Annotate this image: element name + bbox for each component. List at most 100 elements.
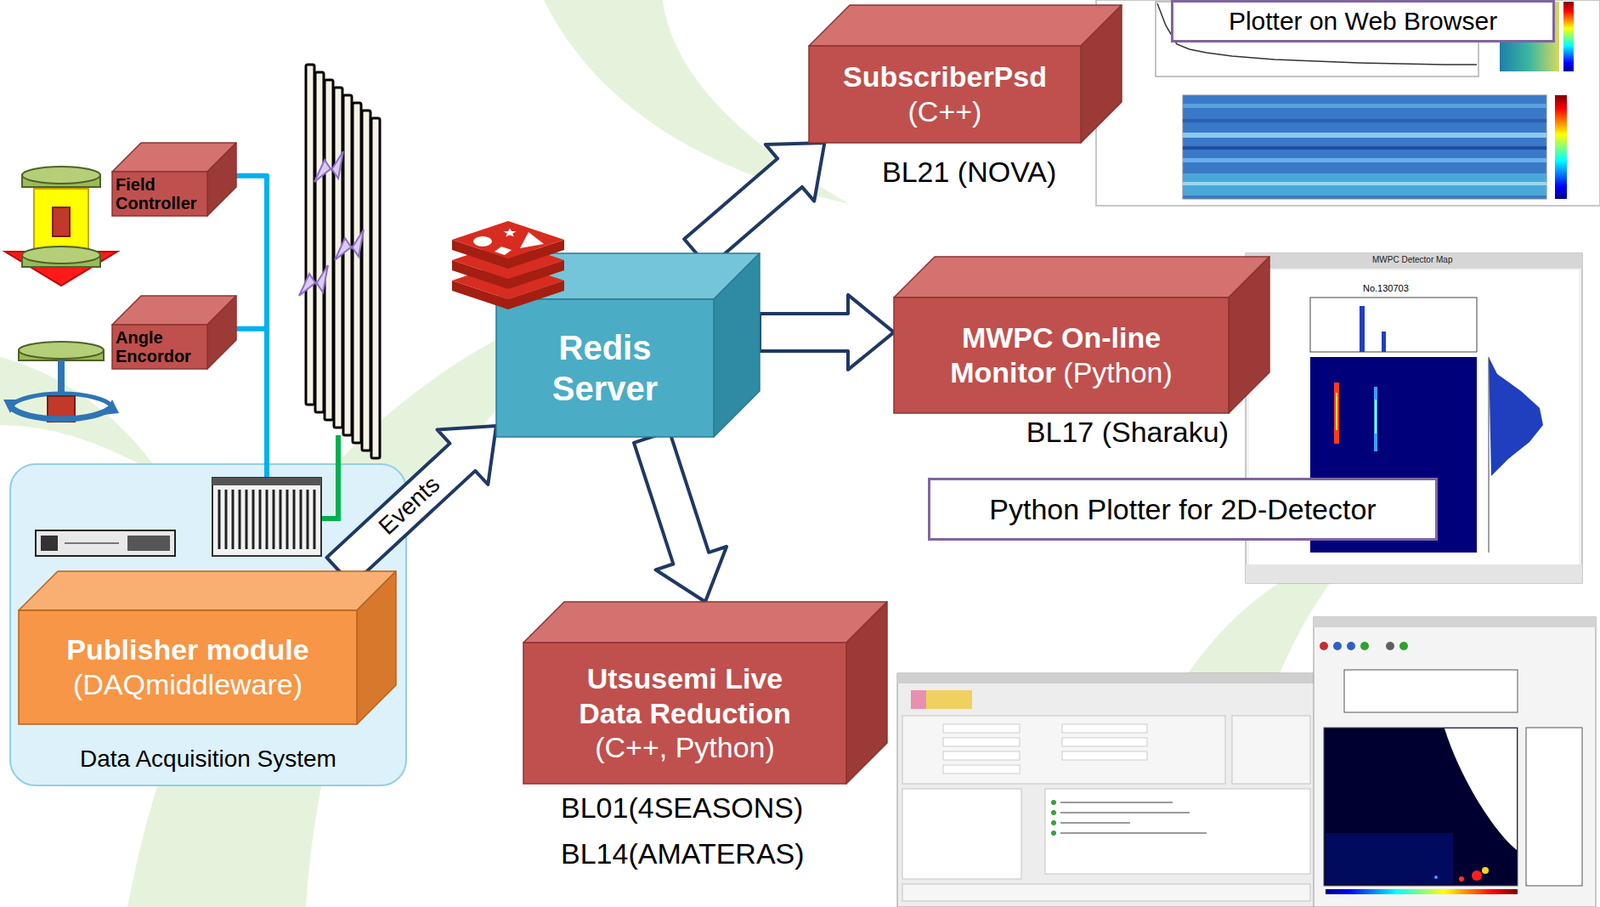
- mwpc-screenshot: [1488, 356, 1490, 553]
- utsusemi-screenshot: [1051, 809, 1057, 815]
- lightning-symbol: [334, 229, 364, 261]
- node-text: BL17 (Sharaku): [1026, 414, 1229, 450]
- utsusemi-screenshot: [943, 751, 1020, 760]
- vme-crate: [279, 489, 283, 549]
- vme-crate: [238, 489, 242, 549]
- magnet-illustration: [5, 166, 118, 286]
- mwpc-screenshot: [1245, 253, 1583, 269]
- detector-tubes: [305, 64, 315, 405]
- plot-window-screenshot: [1399, 641, 1408, 651]
- box-face: Utsusemi Live Data Reduction(C++, Python…: [523, 642, 847, 784]
- plot-window-screenshot: [1481, 866, 1489, 874]
- system-group: Data Acquisition System Publisher module(…: [10, 463, 407, 786]
- box-face: SubscriberPsd(C++): [808, 45, 1081, 143]
- mwpc-screenshot: [1381, 331, 1386, 352]
- vme-crate: [225, 489, 228, 549]
- vme-crate: [212, 477, 322, 486]
- utsusemi-screenshot: [943, 737, 1020, 747]
- box-text: Python Plotter for 2D-Detector: [989, 491, 1376, 527]
- node-text: BL21 (NOVA): [881, 154, 1057, 190]
- mwpc-screenshot: [1359, 305, 1365, 352]
- detector-tubes: [361, 110, 371, 451]
- node-text: Redis Server: [552, 328, 659, 408]
- detector-tubes: [315, 72, 324, 413]
- box-front-face: [112, 324, 208, 369]
- box-text: Angle Encordor: [115, 327, 204, 366]
- node-text: BL01(4SEASONS): [560, 790, 803, 826]
- process-box: Utsusemi Live Data Reduction(C++, Python…: [523, 601, 888, 784]
- web-plotter-screenshot: [1096, 0, 1600, 206]
- lightning-symbol: [314, 151, 344, 182]
- box-text: Utsusemi Live Data Reduction(C++, Python…: [561, 661, 809, 765]
- magnet-illustration: [22, 166, 101, 184]
- redis-logo: [503, 227, 516, 237]
- box-face: Angle Encordor: [112, 324, 208, 369]
- plot-window-screenshot: [1344, 669, 1518, 713]
- detector-tubes: [371, 118, 380, 458]
- text-line: (C++, Python): [561, 729, 809, 765]
- connector: [633, 430, 727, 602]
- utsusemi-screenshot: [902, 788, 1022, 879]
- redis-logo: [473, 236, 492, 247]
- plot-window-screenshot: [1325, 888, 1518, 894]
- box-front-face: [523, 642, 847, 784]
- node-text: BL14(AMATERAS): [560, 836, 805, 871]
- mwpc-screenshot: [1245, 564, 1583, 583]
- vme-crate: [299, 489, 303, 549]
- background-swoosh: [0, 356, 162, 476]
- rotation-stage-illustration: [3, 341, 119, 422]
- web-plotter-screenshot: [1182, 132, 1547, 138]
- utsusemi-screenshot: [1060, 821, 1131, 824]
- process-box: Publisher module(DAQmiddleware): [18, 571, 396, 724]
- node-text: (DAQmiddleware): [73, 667, 303, 701]
- vme-crate: [259, 489, 262, 549]
- text-line: (C++): [842, 94, 1047, 130]
- plot-window-screenshot: [1444, 728, 1517, 850]
- utsusemi-screenshot: [1060, 811, 1190, 814]
- vme-crate: [245, 489, 249, 549]
- block-arrow: [684, 142, 825, 268]
- utsusemi-screenshot: [1232, 715, 1311, 784]
- rotation-stage-illustration: [10, 406, 113, 419]
- node-text: Data Acquisition System: [79, 744, 337, 774]
- utsusemi-screenshot: [943, 723, 1020, 733]
- utsusemi-screenshot: [897, 672, 1316, 907]
- connector: [327, 425, 498, 585]
- box-side-face: [1080, 5, 1122, 143]
- text-line: Redis Server: [532, 327, 678, 409]
- block-arrow: [633, 430, 727, 602]
- utsusemi-screenshot: [910, 689, 973, 709]
- callout-box: Plotter on Web Browser: [1170, 0, 1555, 43]
- redis-logo: [494, 246, 512, 255]
- screenshot-caption: No.130703: [1362, 282, 1409, 294]
- detector-tubes: [343, 95, 352, 436]
- utsusemi-screenshot: [897, 672, 1316, 907]
- box-face: MWPC On-line Monitor(Python): [893, 297, 1229, 413]
- web-plotter-screenshot: [1182, 181, 1547, 186]
- utsusemi-screenshot: [1045, 788, 1311, 874]
- box-text: Publisher module(DAQmiddleware): [66, 632, 309, 702]
- rack-unit: [127, 535, 170, 551]
- box-top-face: [523, 601, 888, 643]
- screenshot-caption: MWPC Detector Map: [1372, 254, 1453, 266]
- vme-crate: [218, 489, 221, 549]
- web-plotter-screenshot: [1554, 95, 1567, 199]
- box-text: SubscriberPsd(C++): [842, 59, 1047, 130]
- wire: [236, 175, 267, 464]
- vme-crate: [212, 477, 322, 556]
- box-side-face: [207, 142, 237, 216]
- group-fill: [10, 463, 407, 786]
- utsusemi-screenshot: [910, 689, 927, 709]
- callout-box: Python Plotter for 2D-Detector: [927, 477, 1438, 541]
- utsusemi-screenshot: [897, 672, 1316, 684]
- connector: [236, 175, 267, 464]
- mwpc-screenshot: [1488, 356, 1544, 476]
- plot-window-screenshot: [1471, 870, 1482, 881]
- node-text: SubscriberPsd: [842, 60, 1047, 93]
- rotation-stage-illustration: [57, 360, 65, 400]
- mwpc-screenshot: [1334, 382, 1340, 444]
- box-text: Field Controller: [115, 175, 204, 213]
- node-text: Utsusemi Live Data Reduction: [578, 661, 791, 730]
- box-front-face: [112, 171, 208, 216]
